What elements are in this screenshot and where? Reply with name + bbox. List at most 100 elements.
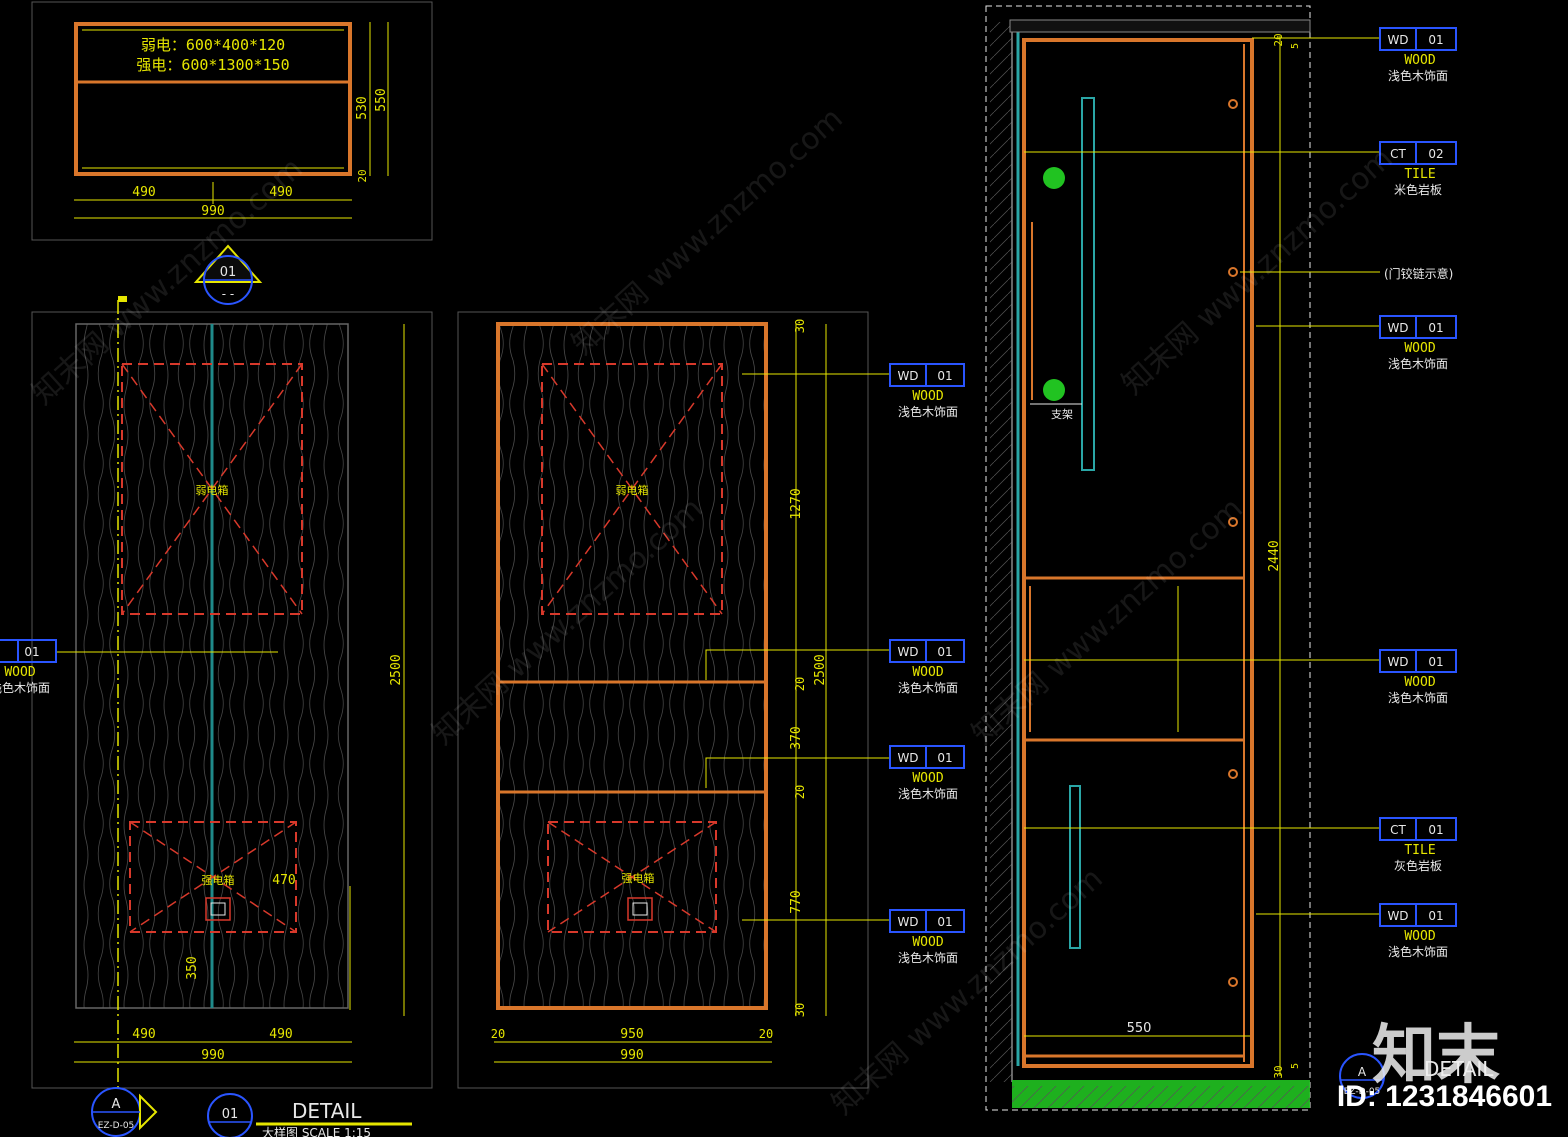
- dim-550: 550: [374, 88, 389, 111]
- mid-callout-1-num: 01: [937, 645, 952, 659]
- sec-callout-1-line2: 米色岩板: [1394, 182, 1442, 197]
- weak-box-outline: [121, 363, 303, 615]
- weak-box-label: 弱电箱: [196, 483, 229, 497]
- mid-weak-box-label: 弱电箱: [616, 483, 649, 497]
- dim-bottom-30: 30: [1272, 1065, 1285, 1078]
- sec-callout-5: CT 01 TILE 灰色岩板: [1379, 817, 1457, 873]
- section-marker-br-top: A: [1358, 1065, 1367, 1079]
- mid-callout-2-num: 01: [937, 751, 952, 765]
- mid-dim-1: 1270: [789, 488, 804, 519]
- sec-callout-0-code: WD: [1387, 33, 1408, 47]
- strong-box-outline: [129, 821, 297, 933]
- sec-callout-5-line1: TILE: [1404, 843, 1435, 858]
- left-tag-line2: 浅色木饰面: [0, 681, 50, 695]
- box-spec-strong: 强电：600*1300*150: [136, 56, 289, 74]
- section-view: 支架 2440 20 5 30 5 550 WD 01 WOOD 浅色木饰: [985, 5, 1494, 1111]
- sec-callout-1: CT 02 TILE 米色岩板: [1379, 141, 1457, 197]
- mid-callout-3-line2: 浅色木饰面: [898, 951, 958, 965]
- sec-callout-3: WD 01 WOOD 浅色木饰面: [1379, 315, 1457, 371]
- box-spec-weak: 弱电：600*400*120: [141, 36, 285, 54]
- sec-callout-3-code: WD: [1387, 321, 1408, 335]
- mid-dim-6: 30: [793, 1003, 807, 1017]
- marker-bottom: EZ-D-05: [98, 1121, 135, 1131]
- middle-elevation-frame: [457, 311, 869, 1089]
- strong-box-label: 强电箱: [202, 873, 235, 887]
- section-marker-sub: - -: [222, 287, 234, 301]
- sec-callout-6-num: 01: [1428, 909, 1443, 923]
- mid-strong-box-label: 强电箱: [622, 871, 655, 885]
- dim-left-490-b: 490: [132, 1027, 155, 1042]
- mid-callout-1: WD 01 WOOD 浅色木饰面: [889, 639, 965, 695]
- sec-callout-1-code: CT: [1390, 147, 1406, 161]
- mid-callout-2-line1: WOOD: [912, 771, 943, 786]
- sec-callout-6-line2: 浅色木饰面: [1388, 945, 1448, 959]
- image-id-label: ID: 1231846601: [1336, 1080, 1552, 1113]
- section-view-frame: [985, 5, 1311, 1111]
- mid-callout-1-line1: WOOD: [912, 665, 943, 680]
- mid-callout-3-line1: WOOD: [912, 935, 943, 950]
- mid-dim-4: 20: [793, 785, 807, 799]
- sec-callout-0: WD 01 WOOD 浅色木饰面: [1379, 27, 1457, 83]
- dim-550: 550: [1127, 1021, 1152, 1036]
- sec-callout-4-num: 01: [1428, 655, 1443, 669]
- sec-callout-5-line2: 灰色岩板: [1394, 858, 1442, 873]
- sec-callout-0-line1: WOOD: [1404, 53, 1435, 68]
- sec-callout-3-line2: 浅色木饰面: [1388, 357, 1448, 371]
- dim-right-490-b: 490: [269, 1027, 292, 1042]
- mid-dim-5: 770: [789, 890, 804, 913]
- dim-total-990: 990: [201, 204, 224, 219]
- cabinet-frame: [496, 322, 768, 1010]
- dim-470: 470: [272, 873, 295, 888]
- mid-callout-3-num: 01: [937, 915, 952, 929]
- sec-callout-4: WD 01 WOOD 浅色木饰面: [1379, 649, 1457, 705]
- brand-logo-text: 知末: [1372, 1019, 1500, 1093]
- mid-callout-0-line1: WOOD: [912, 389, 943, 404]
- mid-dim-3: 370: [789, 726, 804, 749]
- top-detail: 弱电：600*400*120 强电：600*1300*150 530 550 2…: [31, 1, 433, 241]
- top-detail-frame: [31, 1, 433, 241]
- mid-bdim-2: 20: [759, 1027, 773, 1041]
- bracket-label: 支架: [1051, 408, 1073, 421]
- dim-top-5: 5: [1290, 43, 1301, 49]
- left-tag-num: 01: [24, 645, 39, 659]
- sec-callout-4-line1: WOOD: [1404, 675, 1435, 690]
- dim-530: 530: [355, 96, 370, 119]
- sec-callout-1-num: 02: [1428, 147, 1443, 161]
- section-marker-number: 01: [220, 265, 237, 280]
- mid-dim-total: 2500: [813, 654, 828, 685]
- mid-callout-2-line2: 浅色木饰面: [898, 787, 958, 801]
- mid-callout-3: WD 01 WOOD 浅色木饰面: [889, 909, 965, 965]
- detail-title: DETAIL: [292, 1099, 362, 1123]
- mid-callout-0-line2: 浅色木饰面: [898, 405, 958, 419]
- section-title: DETAIL: [1424, 1057, 1494, 1081]
- mid-callout-1-code: WD: [897, 645, 918, 659]
- section-marker-br-bottom: EZ-D-05: [1344, 1087, 1381, 1097]
- sec-callout-6-code: WD: [1387, 909, 1408, 923]
- section-marker: 01 - -: [193, 244, 263, 305]
- sec-callout-3-num: 01: [1428, 321, 1443, 335]
- dim-left-490: 490: [132, 185, 155, 200]
- mid-callout-0: WD 01 WOOD 浅色木饰面: [889, 363, 965, 419]
- mid-callout-3-code: WD: [897, 915, 918, 929]
- mid-bdim-total: 990: [620, 1048, 643, 1063]
- left-elevation-frame: [31, 311, 433, 1089]
- mid-callout-1-line2: 浅色木饰面: [898, 681, 958, 695]
- dim-bottom-5: 5: [1290, 1063, 1301, 1069]
- mid-callout-2-code: WD: [897, 751, 918, 765]
- sec-callout-5-code: CT: [1390, 823, 1406, 837]
- dim-20: 20: [356, 169, 369, 182]
- dim-top-20: 20: [1272, 33, 1285, 46]
- mid-callout-0-num: 01: [937, 369, 952, 383]
- detail-marker: 01: [222, 1107, 239, 1122]
- detail-title-block: 01 DETAIL 大样图 SCALE 1:15: [207, 1093, 412, 1137]
- left-tag-line1: WOOD: [4, 665, 35, 680]
- middle-elevation: 弱电箱 强电箱 30 1270 20 370 20 770 30 2500 20…: [457, 311, 965, 1089]
- sec-callout-5-num: 01: [1428, 823, 1443, 837]
- sec-callout-6: WD 01 WOOD 浅色木饰面: [1379, 903, 1457, 959]
- dim-2500: 2500: [389, 654, 404, 685]
- marker-top: A: [112, 1097, 121, 1112]
- sec-callout-3-line1: WOOD: [1404, 341, 1435, 356]
- sec-callout-1-line1: TILE: [1404, 167, 1435, 182]
- mid-dim-0: 30: [793, 319, 807, 333]
